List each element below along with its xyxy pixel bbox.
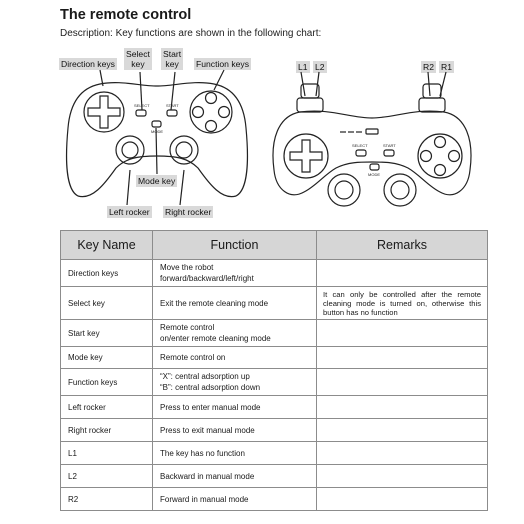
table-row: L1 The key has no function xyxy=(60,441,488,465)
key-name-cell: Direction keys xyxy=(60,259,153,287)
function-line: on/enter remote cleaning mode xyxy=(160,334,271,343)
r2-label: R2 xyxy=(421,61,436,73)
remarks-cell xyxy=(316,319,488,347)
remarks-cell xyxy=(316,464,488,488)
r1-label: R1 xyxy=(439,61,454,73)
select-button-icon xyxy=(135,109,147,117)
table-row: Right rocker Press to exit manual mode xyxy=(60,418,488,442)
key-name-cell: Select key xyxy=(60,286,153,320)
function-cell: Press to enter manual mode xyxy=(152,395,317,419)
triangle-button-icon xyxy=(204,91,218,105)
circle-button-icon xyxy=(217,105,231,119)
key-name-cell: Function keys xyxy=(60,368,153,396)
direction-keys-label: Direction keys xyxy=(59,58,117,70)
mode-button-icon xyxy=(151,120,162,128)
key-name-cell: Right rocker xyxy=(60,418,153,442)
controller-top-body xyxy=(272,110,472,196)
function-cell: Remote control on xyxy=(152,346,317,369)
r1-button-icon xyxy=(418,97,446,113)
key-name-cell: L1 xyxy=(60,441,153,465)
right-rocker-label: Right rocker xyxy=(163,206,214,218)
select-key-label-line2: key xyxy=(131,59,145,69)
top-start-marking: START xyxy=(383,143,396,148)
function-line: Forward in manual mode xyxy=(160,494,249,504)
remarks-cell: It can only be controlled after the remo… xyxy=(316,286,488,320)
right-rocker-icon xyxy=(169,135,199,165)
description: Description: Key functions are shown in … xyxy=(60,28,322,39)
l1-button-icon xyxy=(296,97,324,113)
table-row: Function keys “X”: central adsorption up… xyxy=(60,368,488,396)
table-row: Mode key Remote control on xyxy=(60,346,488,369)
start-button-icon xyxy=(166,109,178,117)
header-remarks: Remarks xyxy=(316,230,488,260)
top-dpad-icon xyxy=(289,139,323,173)
function-line: Backward in manual mode xyxy=(160,471,255,481)
table-row: Direction keys Move the robot forward/bac… xyxy=(60,259,488,287)
remarks-cell xyxy=(316,487,488,511)
controller-front-illustration: SELECT START MODE S xyxy=(65,69,472,207)
select-key-label-line1: Select xyxy=(126,49,150,59)
table-row: R2 Forward in manual mode xyxy=(60,487,488,511)
function-cell: The key has no function xyxy=(152,441,317,465)
remarks-cell xyxy=(316,418,488,442)
front-mode-marking: MODE xyxy=(151,129,163,134)
controller-front-body xyxy=(65,82,249,198)
header-key-name: Key Name xyxy=(60,230,153,260)
function-cell: Exit the remote cleaning mode xyxy=(152,286,317,320)
l2-label: L2 xyxy=(313,61,327,73)
function-line: Remote control xyxy=(160,323,215,332)
page-title: The remote control xyxy=(60,7,192,23)
cross-button-icon xyxy=(204,119,218,133)
start-key-label: Start key xyxy=(161,48,184,70)
dpad-icon xyxy=(87,95,121,129)
function-cell: Backward in manual mode xyxy=(152,464,317,488)
key-name-cell: L2 xyxy=(60,464,153,488)
start-key-label-line1: Start xyxy=(163,49,182,59)
top-select-marking: SELECT xyxy=(352,143,368,148)
function-line: Press to exit manual mode xyxy=(160,425,255,435)
l1-label: L1 xyxy=(296,61,310,73)
function-cell: Move the robot forward/backward/left/righ… xyxy=(152,259,317,287)
function-line: Press to enter manual mode xyxy=(160,402,261,412)
remarks-cell xyxy=(316,395,488,419)
table-row: Left rocker Press to enter manual mode xyxy=(60,395,488,419)
front-start-marking: START xyxy=(166,103,179,108)
table-header-row: Key Name Function Remarks xyxy=(60,230,488,260)
square-button-icon xyxy=(191,105,205,119)
select-key-label: Select key xyxy=(124,48,152,70)
function-line: “B”: central adsorption down xyxy=(160,383,261,392)
remarks-cell xyxy=(316,259,488,287)
function-line: “X”: central adsorption up xyxy=(160,372,250,381)
function-line: Move the robot xyxy=(160,263,214,272)
function-cell: Forward in manual mode xyxy=(152,487,317,511)
left-rocker-icon xyxy=(115,135,145,165)
function-cell: Press to exit manual mode xyxy=(152,418,317,442)
remarks-cell xyxy=(316,368,488,396)
function-line: forward/backward/left/right xyxy=(160,274,254,283)
function-cell: “X”: central adsorption up “B”: central a… xyxy=(152,368,317,396)
front-select-marking: SELECT xyxy=(134,103,150,108)
function-line: The key has no function xyxy=(160,448,245,458)
function-keys-label: Function keys xyxy=(194,58,252,70)
r2-button-icon xyxy=(422,83,442,99)
table-row: Start key Remote control on/enter remote … xyxy=(60,319,488,347)
key-name-cell: Start key xyxy=(60,319,153,347)
left-rocker-label: Left rocker xyxy=(107,206,152,218)
table-row: L2 Backward in manual mode xyxy=(60,464,488,488)
function-cell: Remote control on/enter remote cleaning m… xyxy=(152,319,317,347)
function-line: Remote control on xyxy=(160,353,226,362)
key-name-cell: Mode key xyxy=(60,346,153,369)
top-mode-marking: MODE xyxy=(368,172,380,177)
start-key-label-line2: key xyxy=(165,59,179,69)
key-name-cell: R2 xyxy=(60,487,153,511)
key-function-table: Key Name Function Remarks Direction keys… xyxy=(60,230,488,511)
table-row: Select key Exit the remote cleaning mode… xyxy=(60,286,488,320)
function-line: Exit the remote cleaning mode xyxy=(160,298,269,308)
key-name-cell: Left rocker xyxy=(60,395,153,419)
remarks-cell xyxy=(316,346,488,369)
header-function: Function xyxy=(152,230,317,260)
remarks-cell xyxy=(316,441,488,465)
mode-key-label: Mode key xyxy=(136,175,178,187)
